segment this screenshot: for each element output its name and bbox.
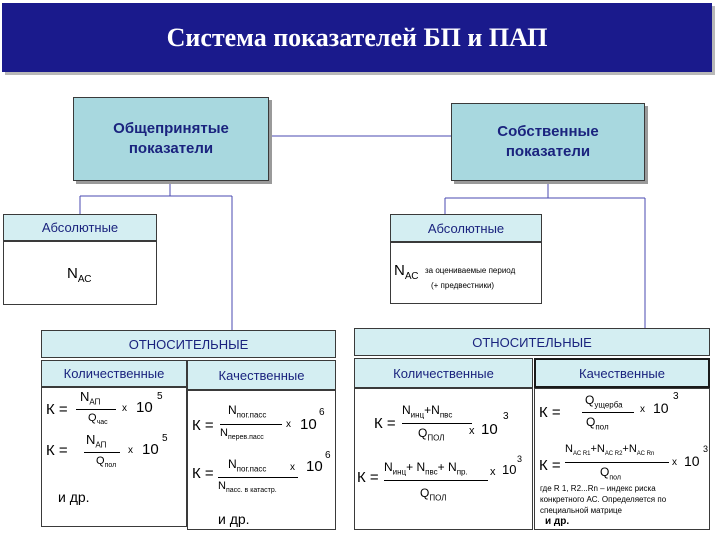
right-header-box: Собственные показатели [451, 103, 645, 181]
right-absolute-note-2: (+ предвестники) [431, 281, 495, 290]
right-absolute-header: Абсолютные [390, 214, 542, 242]
left-quant-etc: и др. [58, 489, 90, 505]
right-qual-etc: и др. [545, 516, 570, 527]
right-qual-label: Качественные [579, 365, 665, 381]
right-relative-label: ОТНОСИТЕЛЬНЫЕ [472, 334, 592, 350]
right-relative-header: ОТНОСИТЕЛЬНЫЕ [354, 328, 710, 356]
right-absolute-label: Абсолютные [427, 220, 505, 236]
right-quant-header: Количественные [354, 358, 533, 388]
left-qual-body [187, 390, 336, 530]
right-absolute-body: NАС за оцениваемые период (+ предвестник… [390, 242, 542, 304]
title-bar: Система показателей БП и ПАП [2, 3, 712, 72]
right-header-label: Собственные показатели [497, 123, 599, 160]
left-header-box: Общепринятые показатели [73, 97, 269, 181]
left-absolute-body: NАС [3, 241, 157, 305]
left-absolute-label: Абсолютные [41, 220, 119, 235]
right-qual-header: Качественные [534, 358, 710, 388]
right-qual-body [534, 388, 710, 530]
left-qual-header: Качественные [187, 360, 336, 390]
right-absolute-value: NАС [394, 262, 419, 282]
right-quant-label: Количественные [393, 365, 494, 381]
left-quant-label: Количественные [63, 366, 165, 381]
left-qual-label: Качественные [218, 367, 305, 383]
page-title: Система показателей БП и ПАП [166, 22, 548, 52]
left-quant-body [41, 387, 187, 527]
left-header-label: Общепринятые показатели [113, 120, 229, 157]
left-absolute-header: Абсолютные [3, 214, 157, 241]
left-qual-etc: и др. [218, 511, 250, 527]
left-relative-label: ОТНОСИТЕЛЬНЫЕ [128, 336, 249, 352]
right-absolute-note-1: за оцениваемые период [425, 266, 516, 275]
right-quant-body [354, 388, 533, 530]
left-absolute-value: NАС [67, 265, 92, 285]
left-relative-header: ОТНОСИТЕЛЬНЫЕ [41, 330, 336, 358]
left-quant-header: Количественные [41, 360, 187, 387]
